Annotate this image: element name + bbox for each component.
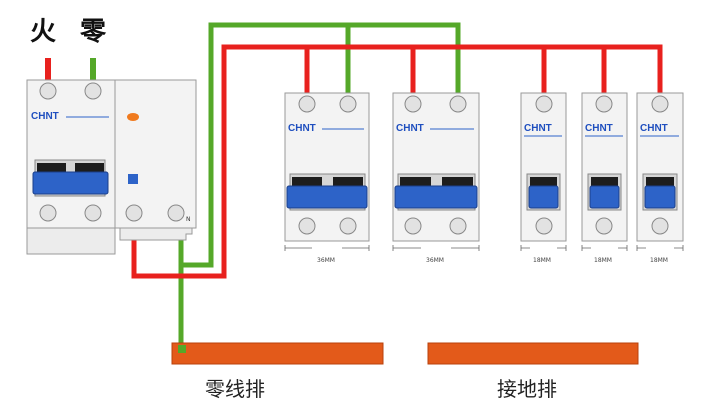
breaker-handle bbox=[644, 185, 676, 209]
brand-label: CHNT bbox=[524, 123, 552, 134]
live-distribution-wire bbox=[131, 44, 663, 279]
breaker-handle bbox=[286, 185, 368, 209]
width-label: 18MM bbox=[594, 257, 612, 264]
test-button bbox=[128, 174, 138, 184]
main-breaker: CHNT bbox=[26, 79, 116, 255]
terminal-screw bbox=[595, 217, 613, 235]
terminal-screw bbox=[449, 95, 467, 113]
brand-label: CHNT bbox=[640, 123, 668, 134]
live-label: 火 bbox=[30, 17, 56, 47]
brand-label: CHNT bbox=[585, 123, 613, 134]
ground-bar-label: 接地排 bbox=[497, 377, 557, 401]
terminal-screw bbox=[339, 95, 357, 113]
terminal-screw bbox=[535, 217, 553, 235]
terminal-screw bbox=[535, 95, 553, 113]
branch-breaker-1p-2: CHNT 18MM bbox=[581, 92, 628, 264]
terminal-screw bbox=[84, 82, 102, 100]
terminal-screw bbox=[39, 82, 57, 100]
neutral-bar-label: 零线排 bbox=[205, 377, 265, 401]
terminal-screw bbox=[39, 204, 57, 222]
terminal-screw bbox=[595, 95, 613, 113]
terminal-screw bbox=[404, 95, 422, 113]
neutral-bus-bar bbox=[171, 342, 384, 365]
neutral-wire-end bbox=[178, 345, 186, 353]
n-terminal-label: N bbox=[186, 216, 191, 223]
terminal-screw bbox=[339, 217, 357, 235]
breaker-handle bbox=[528, 185, 559, 209]
terminal-screw bbox=[651, 217, 669, 235]
breaker-handle bbox=[32, 171, 109, 195]
width-label: 36MM bbox=[317, 257, 335, 264]
terminal-screw bbox=[298, 95, 316, 113]
breaker-handle bbox=[394, 185, 478, 209]
terminal-screw bbox=[404, 217, 422, 235]
brand-label: CHNT bbox=[288, 123, 316, 134]
terminal-screw bbox=[167, 204, 185, 222]
brand-label: CHNT bbox=[396, 123, 424, 134]
branch-breaker-2p-2: CHNT 36MM bbox=[392, 92, 480, 264]
width-label: 18MM bbox=[650, 257, 668, 264]
terminal-screw bbox=[449, 217, 467, 235]
branch-breaker-1p-1: CHNT 18MM bbox=[520, 92, 567, 264]
neutral-label: 零 bbox=[80, 17, 107, 47]
neutral-distribution-wire bbox=[178, 22, 461, 268]
branch-breaker-2p-1: CHNT 36MM bbox=[284, 92, 370, 264]
branch-breaker-1p-3: CHNT 18MM bbox=[636, 92, 684, 264]
terminal-screw bbox=[125, 204, 143, 222]
ground-bus-bar bbox=[427, 342, 639, 365]
terminal-screw bbox=[651, 95, 669, 113]
brand-label: CHNT bbox=[31, 111, 59, 122]
breaker-handle bbox=[589, 185, 620, 209]
width-label: 36MM bbox=[426, 257, 444, 264]
leakage-module: N bbox=[114, 79, 197, 241]
terminal-screw bbox=[298, 217, 316, 235]
width-label: 18MM bbox=[533, 257, 551, 264]
indicator-light bbox=[127, 113, 139, 121]
terminal-screw bbox=[84, 204, 102, 222]
